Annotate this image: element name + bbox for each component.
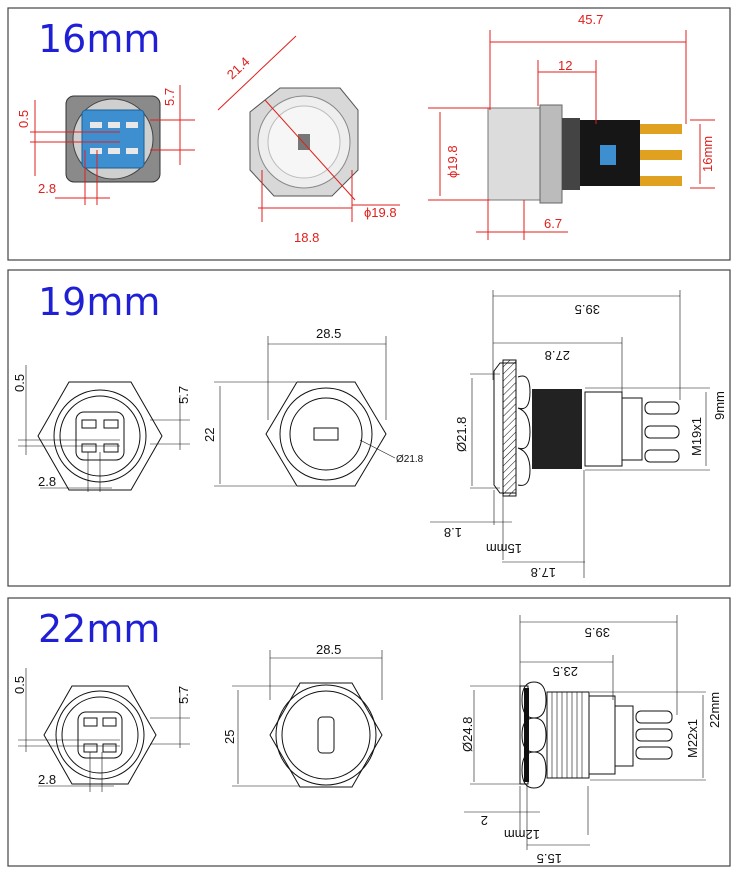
dim-pin-height: 5.7: [162, 88, 177, 106]
dim-body-length: 27.8: [545, 348, 570, 363]
dim-thread-length: 15.5: [537, 851, 562, 866]
dim-diameter: Ø21.8: [396, 454, 424, 465]
dim-thread-length: 12: [558, 58, 572, 73]
front-view-pins: [30, 85, 195, 205]
panel-19mm: 19mm 0.5 5.7 2.8 28.5 22 Ø21.8: [7, 269, 731, 587]
dim-pin-offset: 0.5: [12, 374, 27, 392]
front-view-head: [232, 650, 383, 788]
dim-pin-span: 9mm: [712, 391, 727, 420]
dim-pin-pitch: 2.8: [38, 181, 56, 196]
dim-body-length: 23.5: [553, 664, 578, 679]
front-view-head: [214, 336, 396, 487]
dim-thread: 16mm: [700, 136, 715, 172]
dim-pin-pitch: 2.8: [38, 474, 56, 489]
dim-thread: M19x1: [689, 417, 704, 456]
dim-head-diameter: Ø21.8: [454, 417, 469, 452]
side-view: [430, 290, 710, 578]
dim-head-diameter: ϕ19.8: [445, 145, 460, 178]
dim-head-thickness: 2: [481, 813, 488, 828]
front-view-pins: [18, 365, 190, 492]
side-view: [464, 615, 706, 850]
dim-total-length: 39.5: [585, 625, 610, 640]
dim-panel: 15mm: [486, 541, 522, 556]
dim-total-length: 39.5: [575, 302, 600, 317]
panel-title: 22mm: [38, 607, 160, 651]
dim-pin-span: 22mm: [707, 692, 722, 728]
panel-16mm: 16mm 0.5 5.7 2.8 21.4 ϕ19.8 18.8: [7, 7, 731, 261]
dim-head-length: 6.7: [544, 216, 562, 231]
dim-thread: M22x1: [685, 719, 700, 758]
side-view: [428, 30, 715, 240]
dim-pin-offset: 0.5: [12, 676, 27, 694]
panel-title: 19mm: [38, 280, 160, 324]
dim-pin-offset: 0.5: [16, 110, 31, 128]
dim-height: 22: [202, 428, 217, 442]
panel-22mm: 22mm 0.5 5.7 2.8 28.5 25: [7, 597, 731, 867]
dim-thread-length: 17.8: [531, 565, 556, 580]
dim-head-thickness: 1.8: [444, 525, 462, 540]
dim-total-length: 45.7: [578, 12, 603, 27]
dim-pin-height: 5.7: [176, 386, 191, 404]
dim-pin-height: 5.7: [176, 686, 191, 704]
panel-title: 16mm: [38, 17, 160, 61]
dim-width: 28.5: [316, 326, 341, 341]
front-view-head: [217, 35, 400, 222]
dim-pin-pitch: 2.8: [38, 772, 56, 787]
dim-width: 28.5: [316, 642, 341, 657]
front-view-pins: [18, 668, 190, 792]
dim-diameter: ϕ19.8: [364, 205, 397, 220]
dim-panel: 12mm: [504, 827, 540, 842]
dim-head-diameter: Ø24.8: [460, 717, 475, 752]
dim-width: 18.8: [294, 230, 319, 245]
dim-height: 25: [222, 730, 237, 744]
